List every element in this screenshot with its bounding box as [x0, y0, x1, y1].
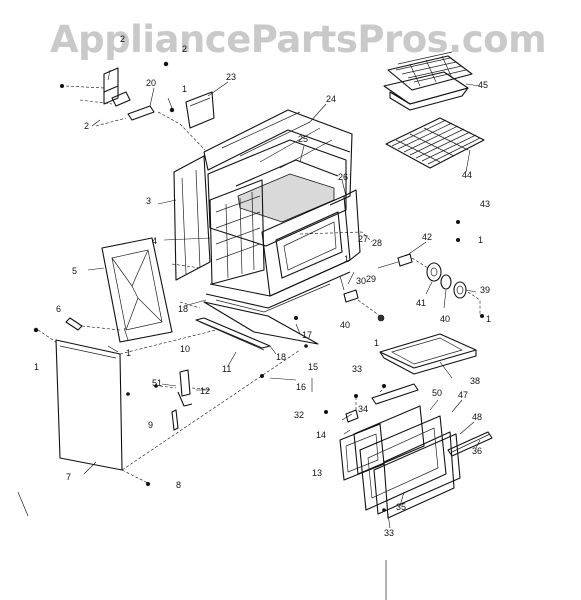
- part-44-oven-rack: [385, 117, 485, 169]
- label-18-left: 18: [178, 304, 188, 314]
- label-25: 25: [298, 134, 308, 144]
- label-45: 45: [478, 80, 488, 90]
- label-28: 28: [372, 238, 382, 248]
- label-39: 39: [480, 285, 490, 295]
- label-1-mid: 1: [126, 348, 131, 358]
- label-36: 36: [472, 446, 482, 456]
- label-32: 32: [294, 410, 304, 420]
- label-50: 50: [432, 388, 442, 398]
- label-40-left: 40: [340, 320, 350, 330]
- label-27: 27: [358, 234, 368, 244]
- part-11-strip: [195, 317, 271, 351]
- label-24: 24: [326, 94, 336, 104]
- label-18-right: 18: [276, 352, 286, 362]
- label-1-right: 1: [486, 314, 491, 324]
- label-4: 4: [152, 236, 157, 246]
- label-23: 23: [226, 72, 236, 82]
- part-23-panel: [185, 91, 215, 129]
- label-10: 10: [180, 344, 190, 354]
- part-39-knob: [453, 281, 467, 299]
- label-48: 48: [472, 412, 482, 422]
- oven-cabinet: [173, 109, 361, 313]
- label-1-left: 1: [34, 362, 39, 372]
- label-8: 8: [176, 480, 181, 490]
- label-16: 16: [296, 382, 306, 392]
- label-35: 35: [396, 502, 406, 512]
- label-1-cabinet: 1: [344, 254, 349, 264]
- label-2-right: 2: [182, 44, 187, 54]
- label-29: 29: [366, 274, 376, 284]
- label-7: 7: [66, 472, 71, 482]
- label-9: 9: [148, 420, 153, 430]
- label-2-left: 2: [84, 121, 89, 131]
- label-40-right: 40: [440, 314, 450, 324]
- label-11: 11: [222, 364, 231, 374]
- label-33-bottom: 33: [384, 528, 394, 538]
- part-2-bracket: [103, 67, 131, 107]
- label-44: 44: [462, 170, 472, 180]
- label-2-top: 2: [120, 34, 125, 44]
- part-20-bracket: [127, 105, 155, 121]
- label-47: 47: [458, 390, 468, 400]
- part-38-drip-pan: [379, 333, 477, 375]
- label-13: 13: [312, 468, 322, 478]
- oven-door-assembly: [339, 383, 493, 519]
- label-26: 26: [338, 172, 348, 182]
- label-12: 12: [200, 386, 210, 396]
- label-1-top: 1: [182, 84, 187, 94]
- part-45-broiler-pan: [383, 51, 473, 111]
- label-5: 5: [72, 266, 77, 276]
- label-15: 15: [308, 362, 318, 372]
- label-42: 42: [422, 232, 432, 242]
- label-14: 14: [316, 430, 326, 440]
- label-1-right-top: 1: [478, 235, 483, 245]
- label-41: 41: [416, 298, 426, 308]
- label-30: 30: [356, 276, 366, 286]
- label-38: 38: [470, 376, 480, 386]
- label-1-center: 1: [374, 338, 379, 348]
- part-40-washer: [440, 274, 452, 290]
- part-7-side-panel: [55, 339, 123, 471]
- label-20: 20: [146, 78, 156, 88]
- label-3: 3: [146, 196, 151, 206]
- label-6: 6: [56, 304, 61, 314]
- label-17: 17: [302, 330, 312, 340]
- part-5-panel: [101, 237, 173, 343]
- label-43: 43: [480, 199, 490, 209]
- part-10-igniter: [171, 369, 193, 431]
- part-41-ring: [426, 262, 442, 282]
- label-33-top: 33: [352, 364, 362, 374]
- label-51: 51: [152, 378, 162, 388]
- watermark: AppliancePartsPros.com: [50, 18, 546, 61]
- label-34: 34: [358, 404, 368, 414]
